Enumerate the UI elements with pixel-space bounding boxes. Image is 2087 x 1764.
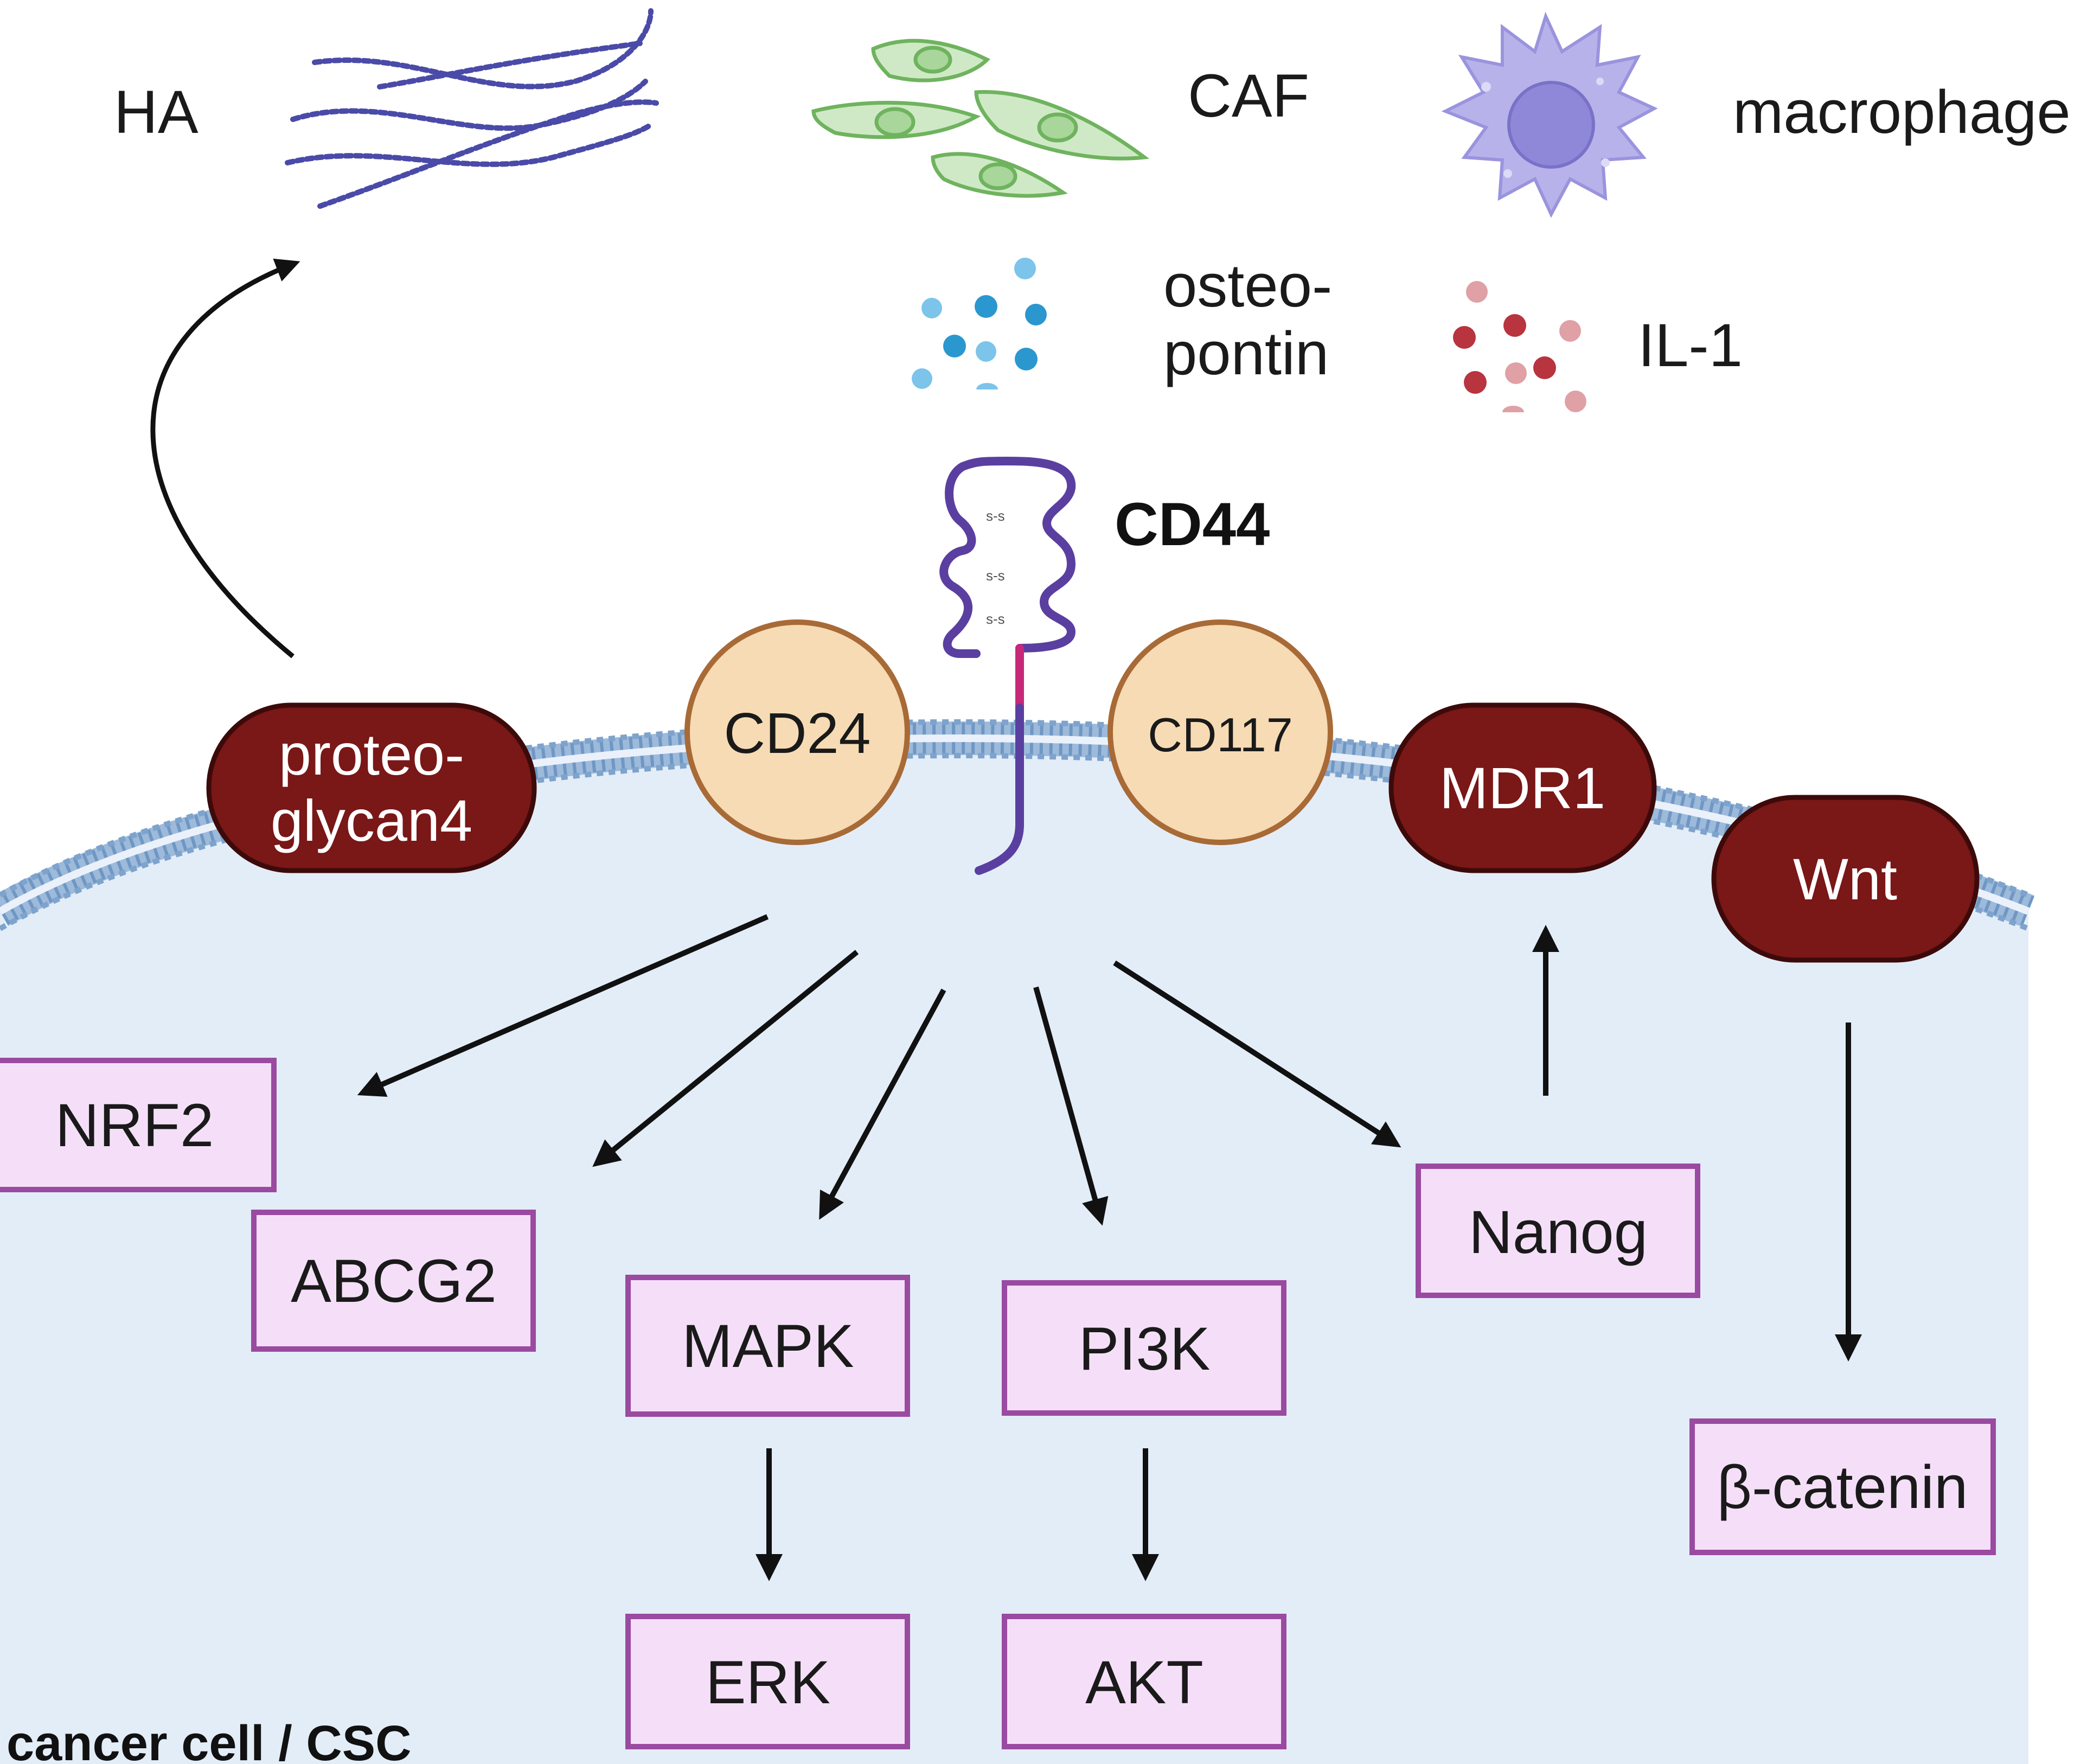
proteoglycan-to-ha-arrow [150,258,300,659]
osteopontin-particles-icon [912,258,1047,389]
macrophage-label: macrophage [1733,78,2071,146]
arrow-to-abcg2 [592,950,859,1167]
cd44-disulfide-3: s-s [986,611,1005,627]
pi3k-box: PI3K [1002,1280,1286,1416]
proteoglycan4-label-line1: proteo- [279,721,464,787]
arrow-to-nanog [1113,960,1401,1148]
cd24-label: CD24 [724,701,870,765]
beta-catenin-box: β-catenin [1689,1418,1996,1555]
beta-catenin-label: β-catenin [1717,1453,1968,1521]
caf-label: CAF [1188,62,1309,130]
cd24-circle: CD24 [684,619,910,845]
mdr1-pill: MDR1 [1388,702,1657,873]
pi3k-label: PI3K [1079,1315,1211,1383]
cell-label: cancer cell / CSC [7,1716,412,1764]
osteopontin-label-line1: osteo- [1163,252,1332,319]
proteoglycan4-pill: proteo- glycan4 [206,702,537,873]
il1-label: IL-1 [1638,311,1743,379]
cd44-disulfide-1: s-s [986,508,1005,524]
hyaluronan-strands-icon [285,8,659,209]
nanog-box: Nanog [1416,1164,1700,1298]
mdr1-label: MDR1 [1439,755,1605,821]
erk-label: ERK [706,1648,830,1716]
wnt-pill: Wnt [1711,795,1980,963]
caf-cells-icon [811,39,1150,198]
nanog-label: Nanog [1469,1198,1648,1266]
abcg2-label: ABCG2 [291,1247,497,1315]
macrophage-icon [1441,11,1658,218]
mapk-label: MAPK [682,1312,854,1380]
wnt-label: Wnt [1793,846,1897,912]
osteopontin-label-line2: pontin [1163,319,1329,387]
abcg2-box: ABCG2 [251,1210,536,1352]
cd44-disulfide-2: s-s [986,567,1005,584]
nrf2-box: NRF2 [0,1058,277,1192]
akt-label: AKT [1085,1648,1203,1716]
nrf2-label: NRF2 [55,1091,214,1159]
akt-box: AKT [1002,1614,1286,1749]
ha-label: HA [114,78,199,146]
cd44-label: CD44 [1115,490,1270,558]
cytoplasm [0,738,2028,1764]
arrow-to-pi3k [1033,986,1109,1226]
mapk-box: MAPK [625,1275,910,1417]
erk-box: ERK [625,1614,910,1749]
cd117-circle: CD117 [1107,619,1333,845]
cd44-receptor-icon: s-s s-s s-s [939,456,1076,875]
arrow-to-nrf2 [357,914,769,1097]
proteoglycan4-label-line2: glycan4 [271,788,472,853]
arrow-to-mapk [819,988,946,1220]
il1-particles-icon [1453,281,1586,412]
cd117-label: CD117 [1148,708,1292,762]
cd44-signaling-arrows [357,914,1862,1581]
